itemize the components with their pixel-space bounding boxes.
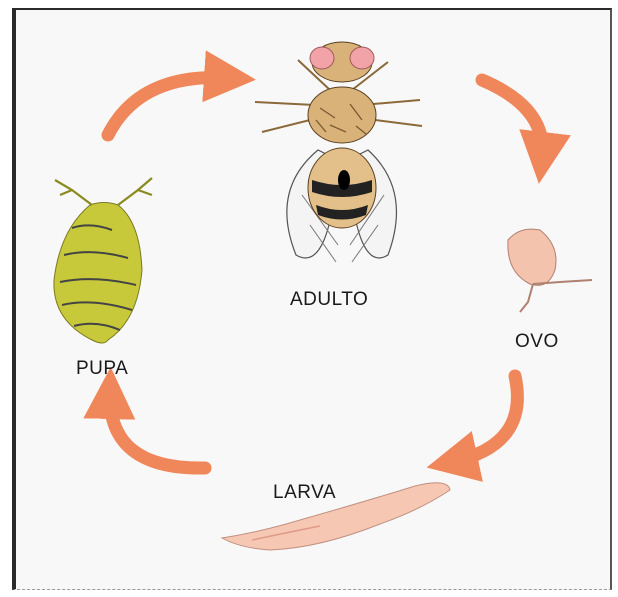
larva-stage-label: LARVA <box>273 482 336 504</box>
egg-stage-label: OVO <box>515 331 559 353</box>
egg-icon <box>508 229 592 312</box>
arrow-larva-to-pupa <box>110 393 205 468</box>
pupa-icon <box>54 178 152 343</box>
adult-stage-label: ADULTO <box>290 289 368 311</box>
arrow-adult-to-egg <box>482 80 543 158</box>
pupa-stage-label: PUPA <box>76 358 128 380</box>
arrow-egg-to-larva <box>452 376 517 462</box>
arrow-pupa-to-adult <box>108 77 230 135</box>
fruit-fly-adult-icon <box>255 42 422 262</box>
